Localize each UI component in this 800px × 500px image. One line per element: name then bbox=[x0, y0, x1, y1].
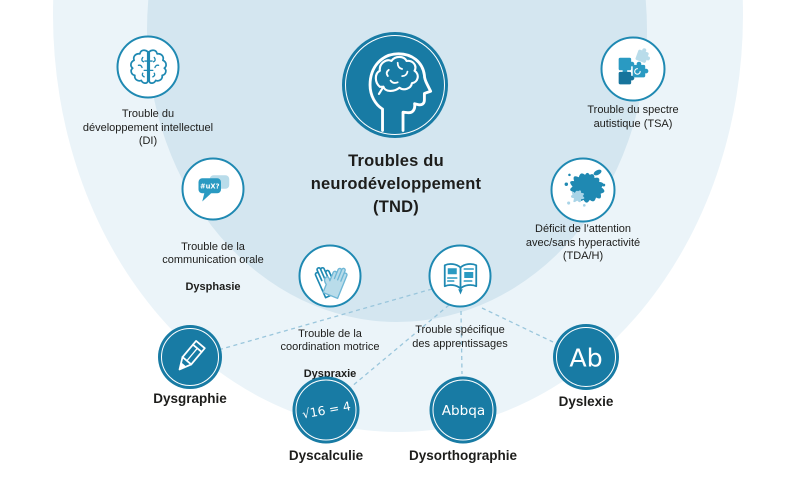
puzzle-icon bbox=[608, 44, 658, 94]
node-dysphasie-circle bbox=[181, 157, 245, 221]
node-tsa-circle bbox=[600, 36, 666, 102]
connector-apprentissages-dysorthographie bbox=[460, 310, 463, 375]
handwriting-abbqa-icon: Abbqa bbox=[441, 403, 484, 419]
pencil-icon bbox=[164, 331, 216, 383]
node-dyslexie-label: Dyslexie bbox=[558, 394, 614, 409]
letters-ab-text: Ab bbox=[569, 343, 602, 372]
brain-icon bbox=[125, 44, 171, 90]
node-dysorthographie-circle: Abbqa bbox=[429, 376, 497, 444]
center-node-circle bbox=[342, 32, 448, 138]
node-dysorthographie-label: Dysorthographie bbox=[408, 448, 517, 463]
node-dyslexie-circle: Ab bbox=[553, 324, 619, 390]
open-book-icon bbox=[436, 252, 484, 300]
ink-splat-icon bbox=[558, 165, 608, 215]
hands-icon bbox=[306, 252, 354, 300]
node-dyscalculie-label: Dyscalculie bbox=[288, 448, 364, 463]
node-tdah-label: Déficit de l’attention avec/sans hyperac… bbox=[525, 223, 641, 262]
page-title: Troubles du neurodéveloppement (TND) bbox=[310, 152, 482, 216]
connector-apprentissages-dyscalculie bbox=[350, 304, 450, 388]
speech-bubble-icon bbox=[189, 165, 237, 213]
connector-apprentissages-dyslexie bbox=[481, 307, 554, 343]
sqrt-formula-text: √16 = 4 bbox=[301, 399, 352, 421]
sqrt-formula-icon: √16 = 4 bbox=[301, 399, 352, 421]
node-tsa-label: Trouble du spectre autistique (TSA) bbox=[587, 104, 679, 130]
node-tdah-circle bbox=[550, 157, 616, 223]
node-dyscalculie-circle: √16 = 4 bbox=[292, 376, 360, 444]
head-brain-icon bbox=[346, 36, 444, 134]
node-dyspraxie-circle bbox=[298, 244, 362, 308]
node-di-circle bbox=[116, 35, 180, 99]
node-dysgraphie-label: Dysgraphie bbox=[153, 391, 227, 406]
node-apprentissages-label: Trouble spécifique des apprentissages bbox=[412, 324, 508, 350]
node-dyspraxie-label: Trouble de la coordination motrice Dyspr… bbox=[280, 327, 380, 381]
letters-ab-icon: Ab bbox=[569, 343, 602, 372]
node-dysphasie-label: Trouble de la communication orale Dyspha… bbox=[162, 240, 264, 294]
node-dysgraphie-circle bbox=[158, 325, 222, 389]
node-apprentissages-circle bbox=[428, 244, 492, 308]
node-di-label: Trouble du développement intellectuel (D… bbox=[82, 108, 214, 147]
handwriting-abbqa-text: Abbqa bbox=[441, 403, 484, 419]
